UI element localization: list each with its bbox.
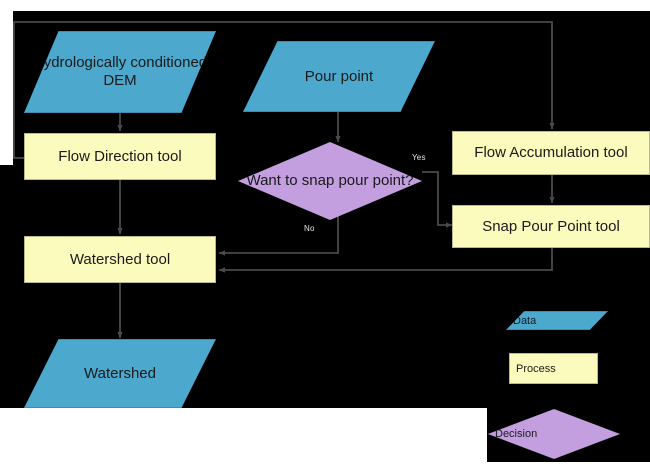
node-pour-point[interactable]: Pour point	[243, 41, 435, 112]
node-label: Hydrologically conditioned DEM	[32, 54, 208, 89]
node-label: Flow Accumulation tool	[474, 144, 628, 162]
legend-label-decision: Decision	[495, 428, 538, 440]
node-flow-accumulation-tool[interactable]: Flow Accumulation tool	[452, 131, 650, 175]
canvas-panel-left-extension	[0, 165, 20, 408]
legend-item-process: Process	[509, 353, 598, 384]
node-watershed-tool[interactable]: Watershed tool	[24, 236, 216, 283]
legend-item-data: Data	[506, 311, 608, 330]
node-hydrologically-conditioned-dem[interactable]: Hydrologically conditioned DEM	[24, 31, 216, 113]
legend-label-data: Data	[513, 314, 537, 327]
node-label: Pour point	[304, 67, 374, 85]
node-label: Watershed	[84, 364, 156, 382]
node-label: Flow Direction tool	[58, 147, 182, 165]
node-snap-pour-point-tool[interactable]: Snap Pour Point tool	[452, 205, 650, 248]
edge-label-yes: Yes	[412, 153, 426, 162]
node-flow-direction-tool[interactable]: Flow Direction tool	[24, 133, 216, 180]
node-label: Want to snap pour point?	[246, 172, 414, 190]
node-label: Watershed tool	[69, 250, 171, 268]
node-label: Snap Pour Point tool	[482, 217, 620, 235]
edge-label-no: No	[304, 224, 315, 233]
legend-label-process: Process	[516, 362, 556, 375]
